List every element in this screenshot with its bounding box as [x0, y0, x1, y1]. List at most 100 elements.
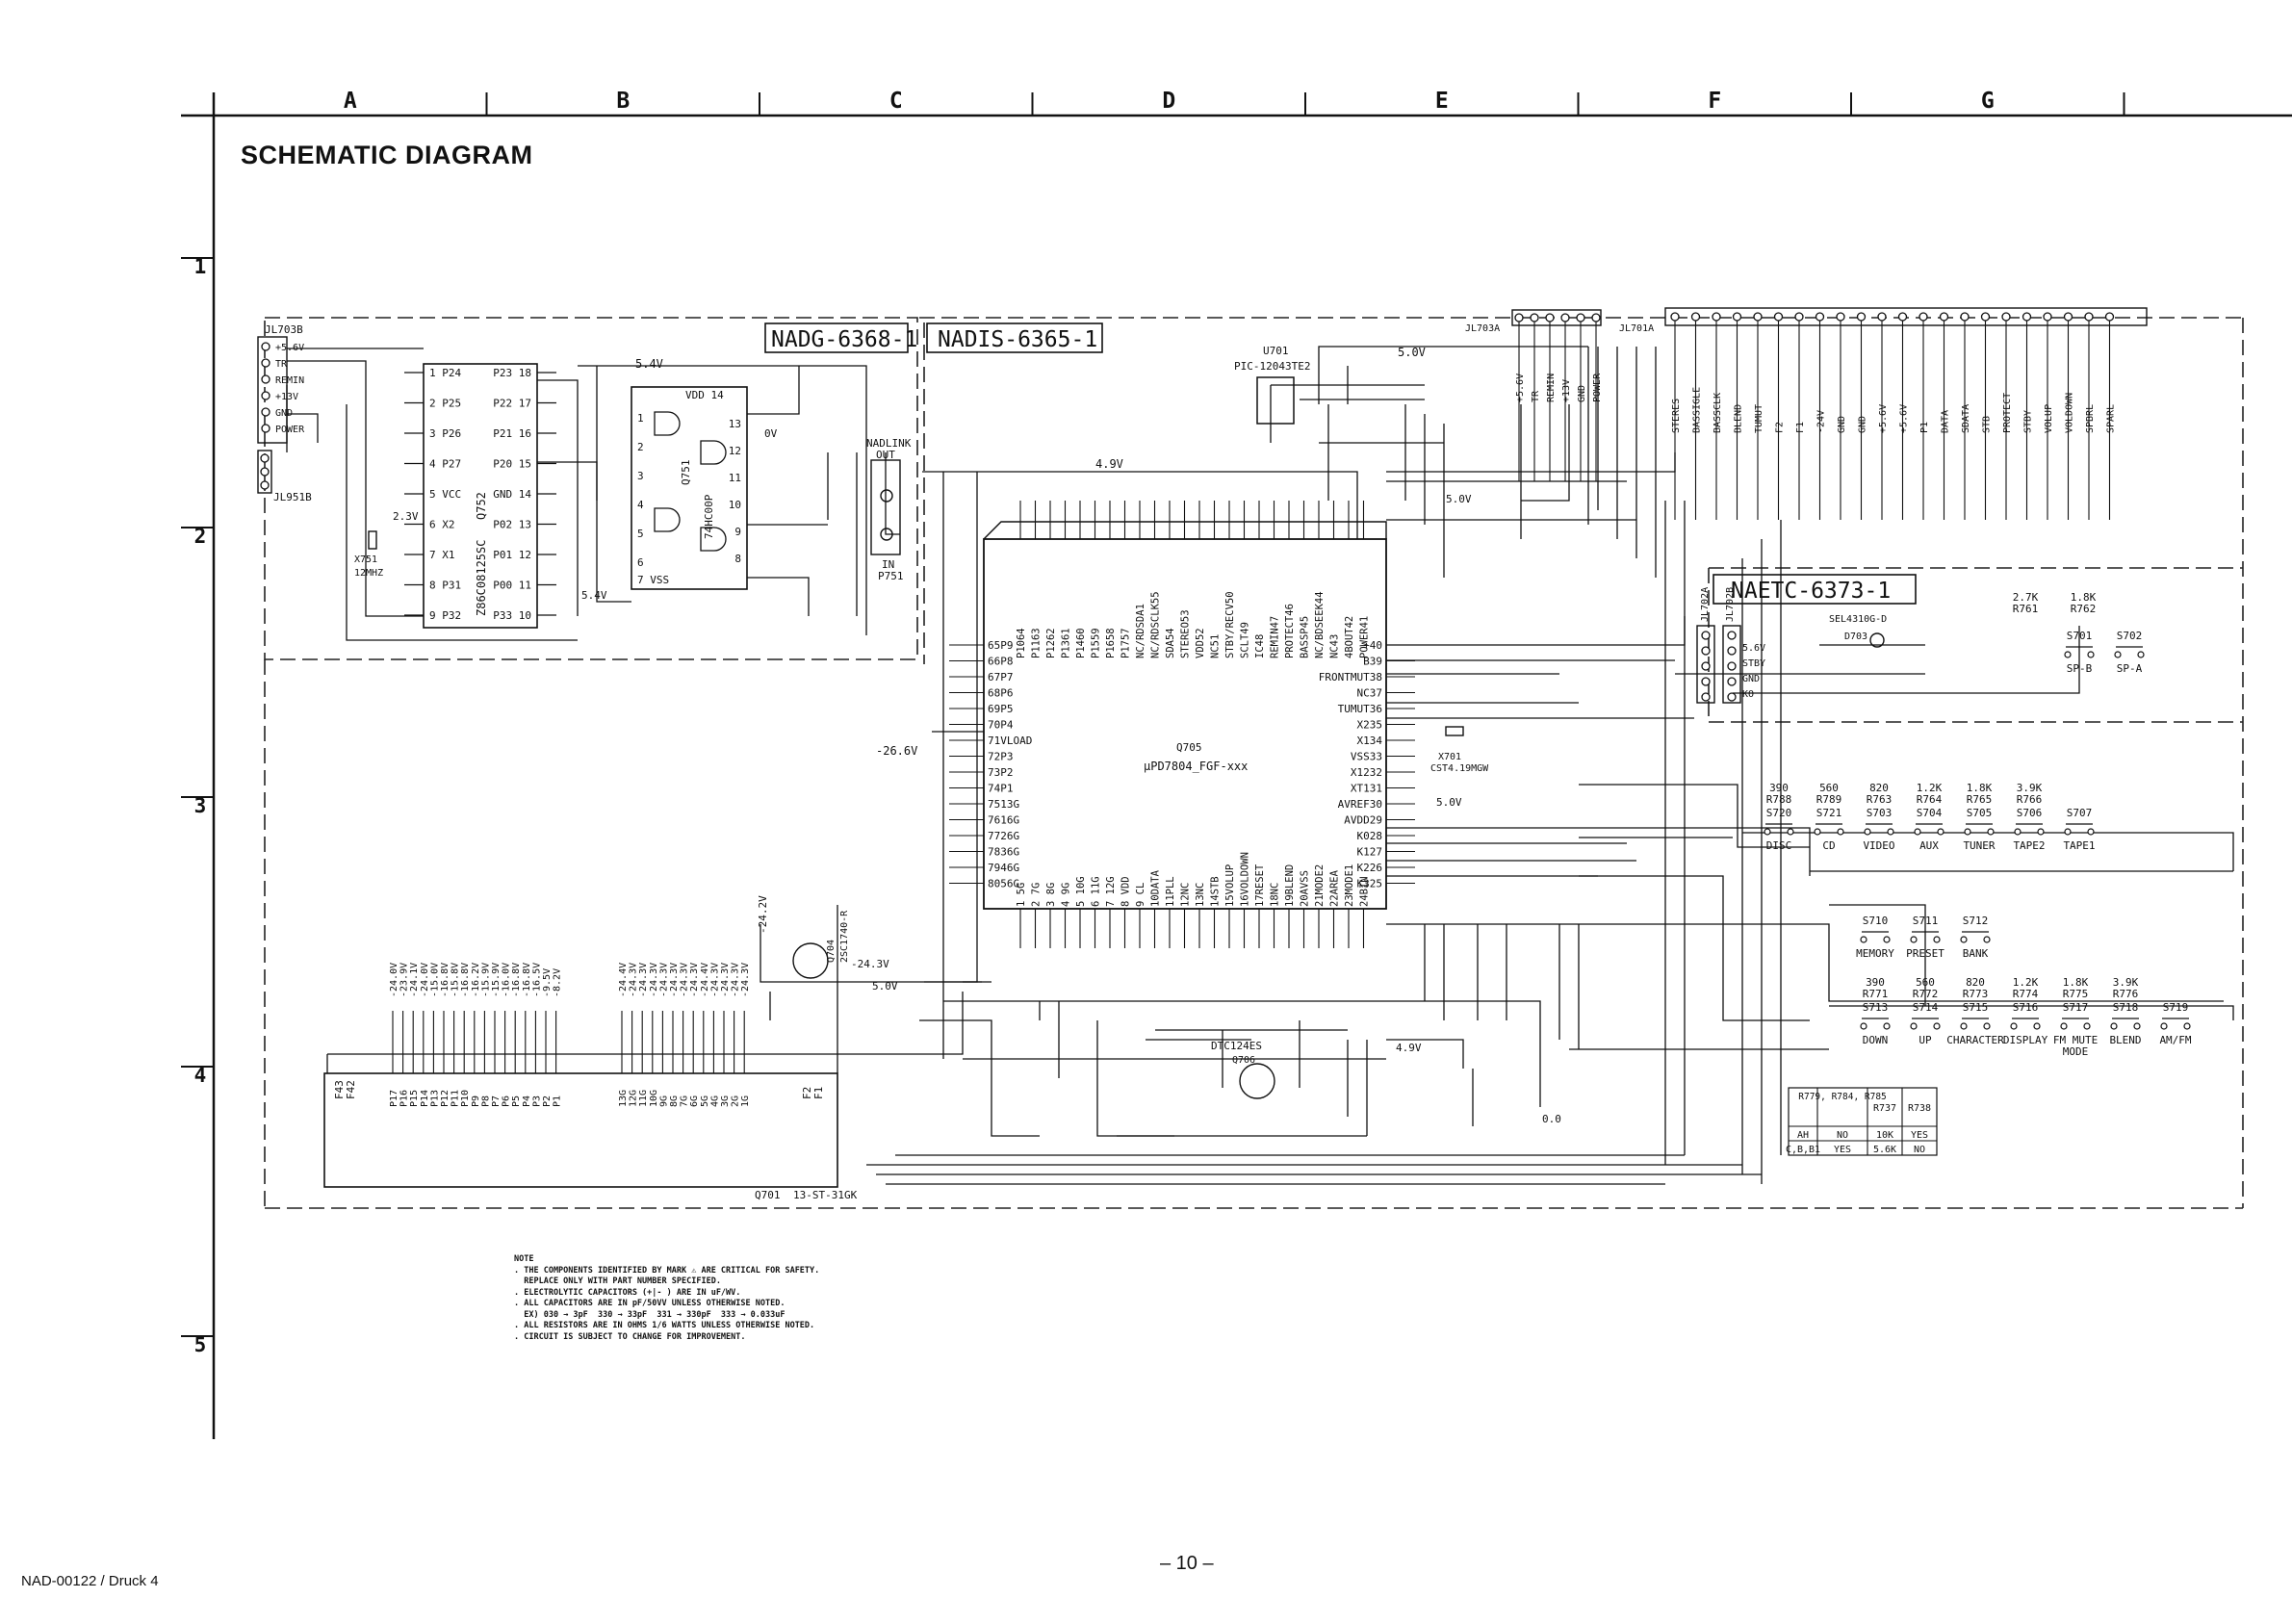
vfd-voltage: -24.0V: [420, 963, 430, 997]
ic-q705-pin: 74P1: [988, 783, 1014, 795]
ic-q752-pin: 8 P31: [429, 580, 461, 592]
led-d703-part: SEL4310G-D: [1829, 614, 1887, 625]
connector-pin: [1877, 312, 1887, 322]
connector-jl701a-pin: GND: [1837, 416, 1847, 433]
voltage-0v0: 0.0: [1542, 1113, 1561, 1125]
display-q701-part: 13-ST-31GK: [793, 1189, 858, 1201]
switch-ref: S711: [1913, 915, 1939, 927]
switch-ref: S702: [2117, 630, 2143, 642]
switch-label: AM/FM: [2159, 1034, 2191, 1046]
ic-q705-pin: P1460: [1075, 628, 1087, 658]
vfd-voltage: -15.0V: [429, 963, 440, 997]
switch-resistor-value: 3.9K: [2017, 782, 2043, 794]
vfd-voltage: -24.3V: [638, 963, 649, 997]
ic-q705-pin: 71VLOAD: [988, 735, 1032, 747]
ic-q752-pin: 9 P32: [429, 609, 461, 622]
switch-label: TUNER: [1963, 839, 1995, 852]
variant-table-header: R737: [1873, 1103, 1896, 1114]
switch-resistor-ref: R773: [1963, 988, 1989, 1000]
variant-table-cell: AH: [1797, 1130, 1809, 1141]
ic-q705-pin: 19BLEND: [1284, 864, 1296, 907]
connector-jl701a-pin: SDATA: [1961, 404, 1971, 433]
connector-jl703a-pin: +5.6V: [1515, 374, 1526, 402]
ic-q705-pin: 65P9: [988, 639, 1014, 652]
switch-resistor-ref: R762: [2071, 603, 2097, 615]
vfd-voltage: -15.9V: [480, 963, 491, 997]
connector-pin: [261, 342, 270, 351]
connector-pin: [1545, 313, 1555, 322]
connector-jl702b: JL702B: [1725, 587, 1736, 622]
switch-resistor-ref: R771: [1863, 988, 1889, 1000]
ic-q705-pin: 66P8: [988, 656, 1014, 668]
variant-table-cell: 10K: [1876, 1130, 1893, 1141]
connector-jl701a-pin: VOLUP: [2044, 404, 2054, 433]
ic-q705-pin: 21MODE2: [1314, 864, 1326, 907]
ic-q705-pin: 4 9G: [1061, 883, 1072, 907]
connector-pin: [1701, 631, 1711, 640]
vfd-pin: 10G: [649, 1090, 659, 1107]
connector-pin: [1701, 692, 1711, 702]
vfd-pin: P10: [460, 1090, 471, 1107]
switch-label: AUX: [1919, 839, 1939, 852]
switch-label: DOWN: [1863, 1034, 1889, 1046]
ic-q751-pin: 9: [734, 526, 741, 538]
vfd-pin: 5G: [700, 1096, 710, 1107]
vfd-pin: P3: [531, 1096, 542, 1107]
connector-pin: [2043, 312, 2052, 322]
ic-q705-pin: AVDD29: [1344, 814, 1382, 827]
variant-table-cell: NO: [1914, 1145, 1925, 1155]
vfd-pin: P9: [471, 1096, 481, 1107]
connector-jl703a-pin: REMIN: [1546, 374, 1557, 402]
connector-jl701a-pin: P1: [1919, 422, 1930, 433]
ic-q705-pin: 14STB: [1210, 876, 1222, 907]
vfd-voltage: -15.8V: [451, 963, 461, 997]
ic-q752-pin: P33 10: [493, 609, 531, 622]
ic-q705-pin: 24BIN: [1359, 876, 1371, 907]
ic-q751-pin: 8: [734, 553, 741, 565]
ic-q705-pin: X235: [1357, 719, 1383, 732]
grid-row-label: 3: [194, 794, 207, 817]
connector-pin: [261, 424, 270, 433]
ic-q752-pin: P00 11: [493, 580, 531, 592]
ic-q705-pin: X134: [1357, 735, 1383, 747]
ic-q705-pin: 23MODE1: [1344, 864, 1355, 907]
voltage-4v9: 4.9V: [1095, 457, 1123, 471]
switch-resistor-value: 390: [1866, 976, 1885, 989]
switch-resistor-ref: R763: [1867, 793, 1893, 806]
switch-label: BLEND: [2109, 1034, 2141, 1046]
connector-jl701a-pin: BLEND: [1734, 404, 1744, 433]
ic-q751-pin: 12: [729, 445, 741, 457]
switch-label: MODE: [2063, 1045, 2089, 1058]
variant-table-cell: NO: [1837, 1130, 1848, 1141]
vfd-pin: F43: [333, 1080, 346, 1099]
page-title: SCHEMATIC DIAGRAM: [241, 141, 533, 169]
nadlink-label: NADLINK: [866, 437, 912, 450]
ic-q752-pin: 1 P24: [429, 367, 461, 379]
connector-jl701a-pin: +5.6V: [1878, 404, 1889, 433]
ic-q751-body: [631, 386, 748, 590]
connector-jl701a-pin: F2: [1775, 422, 1786, 433]
ic-q752-pin: GND 14: [493, 488, 531, 501]
connector-jl701a-pin: +5.6V: [1899, 404, 1910, 433]
vfd-pin: 4G: [709, 1096, 720, 1107]
nadlink-in: IN: [882, 558, 894, 571]
voltage-neg26v6: -26.6V: [876, 744, 917, 758]
variant-table-cell: YES: [1834, 1145, 1851, 1155]
switch-ref: S712: [1963, 915, 1989, 927]
ic-q705-pin: VSS33: [1351, 751, 1382, 763]
connector-pin: [2001, 312, 2011, 322]
ic-q705-pin: 70P4: [988, 719, 1014, 732]
connector-pin: [261, 407, 270, 417]
vfd-pin: P6: [502, 1096, 512, 1107]
ic-q705-pin: 5 10G: [1075, 876, 1087, 907]
ic-q705-pin: P1559: [1091, 628, 1102, 658]
ic-q752-pin: P01 12: [493, 549, 531, 561]
switch-resistor-value: 390: [1769, 782, 1789, 794]
vfd-pin: 1G: [740, 1096, 751, 1107]
ic-q752-part: Z86C08125SC: [475, 540, 488, 616]
switch-ref: S715: [1963, 1001, 1989, 1014]
connector-jl701a-pin: STERES: [1671, 399, 1682, 433]
connector-jl701a-pin: GND: [1858, 416, 1868, 433]
connector-pin: [1727, 631, 1737, 640]
connector-pin-label: GND: [275, 408, 293, 419]
